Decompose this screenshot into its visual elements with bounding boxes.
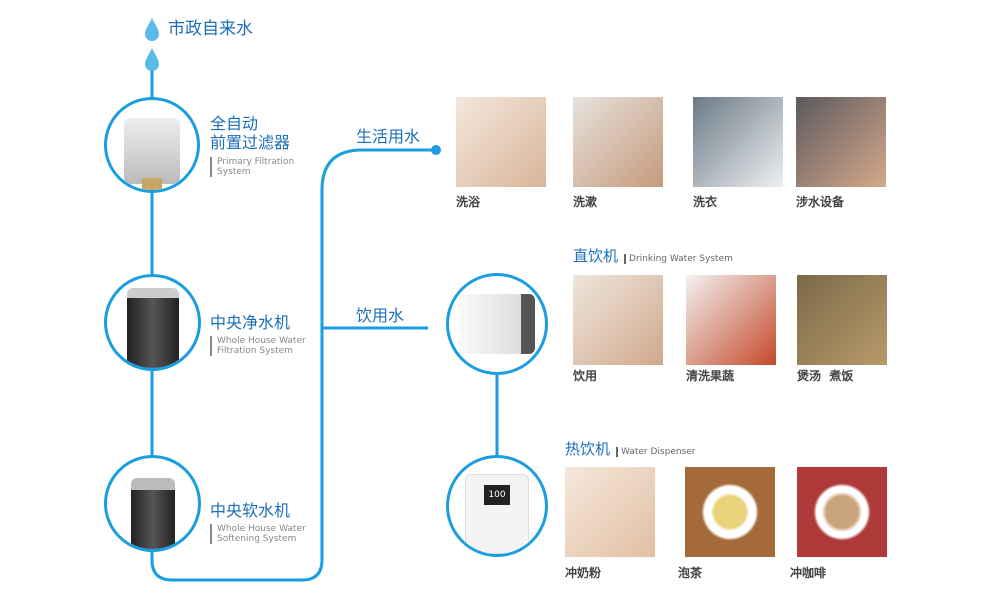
drinking-water-label: 饮用水 <box>356 306 405 325</box>
softening-system-title: 中央软水机 <box>210 501 291 520</box>
use-label: 洗浴 <box>456 195 481 209</box>
filtration-system-image <box>104 274 201 371</box>
coffee-photo <box>797 467 887 557</box>
header-en: Drinking Water System <box>624 254 733 264</box>
header-en: Water Dispenser <box>616 447 696 457</box>
use-label: 洗漱 <box>573 195 598 209</box>
water-dispenser-header: 热饮机 Water Dispenser <box>565 438 696 459</box>
primary-filter-image <box>104 97 200 193</box>
use-label: 饮用 <box>573 369 598 383</box>
primary-filter-title-line1: 全自动 <box>210 114 259 133</box>
water-dispenser-image: 100 <box>446 455 548 557</box>
dispenser-display: 100 <box>484 485 510 505</box>
baby-formula-photo <box>565 467 655 557</box>
drinking-machine-image <box>446 273 548 375</box>
laundry-photo <box>693 97 783 187</box>
header-cn: 直饮机 <box>573 247 619 265</box>
en-line: Whole House Water <box>217 524 306 534</box>
en-line: Softening System <box>217 534 297 544</box>
use-label: 洗衣 <box>693 195 718 209</box>
use-label: 清洗果蔬 <box>686 369 735 383</box>
softening-system-image <box>104 455 201 552</box>
washing-vegetables-photo <box>686 275 776 365</box>
use-label: 涉水设备 <box>796 195 845 209</box>
bathing-photo <box>456 97 546 187</box>
primary-filter-title: 全自动前置过滤器 <box>210 114 290 152</box>
drinking-photo <box>573 275 663 365</box>
branch-end-dot <box>431 145 441 155</box>
water-heater-photo <box>796 97 886 187</box>
washing-face-photo <box>573 97 663 187</box>
use-label: 煲汤 煮饭 <box>797 369 854 383</box>
use-label: 泡茶 <box>678 566 703 580</box>
primary-filter-title-line2: 前置过滤器 <box>210 133 291 152</box>
filtration-system-title: 中央净水机 <box>210 313 291 332</box>
use-label: 冲奶粉 <box>565 566 602 580</box>
drinking-machine-header: 直饮机 Drinking Water System <box>573 245 733 266</box>
soup-photo <box>797 275 887 365</box>
en-line: Primary Filtration <box>217 157 295 167</box>
domestic-water-label: 生活用水 <box>356 127 421 146</box>
en-line: System <box>217 167 251 177</box>
header-cn: 热饮机 <box>565 440 611 458</box>
water-drop-icon <box>145 18 159 71</box>
en-line: Filtration System <box>217 346 293 356</box>
source-label: 市政自来水 <box>168 19 253 39</box>
tea-photo <box>685 467 775 557</box>
use-label: 冲咖啡 <box>790 566 827 580</box>
en-line: Whole House Water <box>217 336 306 346</box>
